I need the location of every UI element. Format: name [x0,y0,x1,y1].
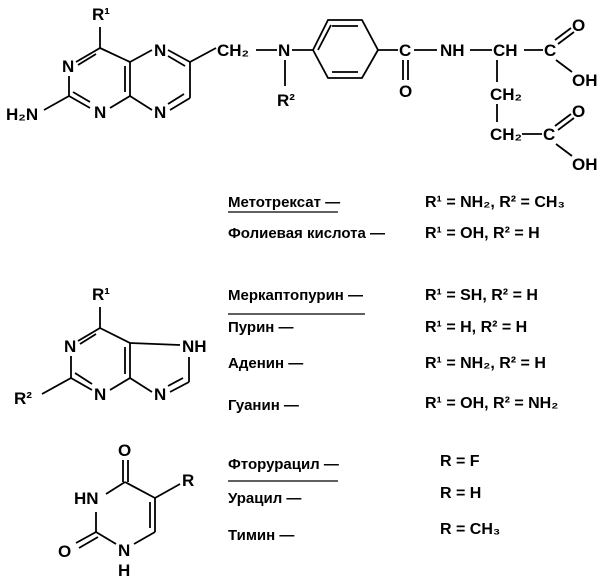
compound-value: R¹ = OH, R² = H [425,225,540,242]
purine-structure: R¹ N N NH N R² [14,285,207,408]
n10-label: N [278,41,290,60]
uracil-structure: O R N H HN O [58,441,194,576]
compound-name: Урацил — [228,490,301,507]
compound-value: R¹ = H, R² = H [425,319,527,336]
nh-label: NH [440,41,465,60]
purine-r2-label: R² [14,389,32,408]
purine-list: Меркаптопурин — R¹ = SH, R² = H Пурин — … [228,287,558,414]
antifolate-list: Метотрексат — R¹ = NH₂, R² = CH₃ Фолиева… [228,194,565,242]
carboxyl-oh-label: OH [572,71,598,90]
compound-name: Меркаптопурин — [228,287,363,304]
compound-value: R¹ = NH₂, R² = H [425,355,546,372]
compound-name: Гуанин — [228,397,299,414]
r2-label: R² [277,91,295,110]
uracil-hn-label: HN [74,489,99,508]
compound-value: R = CH₃ [440,521,500,538]
compound-name: Метотрексат — [228,194,340,211]
n3-label: N [62,57,74,76]
purine-n1-label: N [64,337,76,356]
compound-name: Аденин — [228,355,303,372]
ch2-label: CH₂ [217,41,249,60]
purine-n7-label: N [154,385,166,404]
purine-r1-label: R¹ [92,285,110,304]
carboxyl2-c-label: C [543,125,555,144]
compound-name: Фолиевая кислота — [228,225,385,242]
purine-nh-label: NH [182,337,207,356]
compound-value: R¹ = OH, R² = NH₂ [425,395,558,412]
pyrimidine-list: Фторурацил — R = F Урацил — R = H Тимин … [228,453,500,544]
compound-value: R¹ = NH₂, R² = CH₃ [425,194,565,211]
carboxyl-o-label: O [572,16,585,35]
compound-value: R = H [440,485,481,502]
carboxyl2-oh-label: OH [572,155,598,174]
purine-n3-label: N [94,385,106,404]
carboxyl-c-label: C [544,41,556,60]
n5-label: N [154,41,166,60]
uracil-n1-label: N [118,541,130,560]
carboxyl2-o-label: O [572,102,585,121]
n8-label: N [154,103,166,122]
amide-c-label: C [399,41,411,60]
n1-label: N [94,103,106,122]
h2n-label: H₂N [6,105,38,124]
amide-o-label: O [399,82,412,101]
ch-label: CH [493,41,518,60]
pterin-structure: R¹ N N N N H₂N CH₂ N R² C [6,5,598,174]
r1-label: R¹ [92,5,110,24]
uracil-r-label: R [182,471,194,490]
compound-name: Фторурацил — [228,456,339,473]
ch2-beta-label: CH₂ [490,125,522,144]
compound-value: R = F [440,453,480,470]
compound-value: R¹ = SH, R² = H [425,287,538,304]
uracil-o2-label: O [58,542,71,561]
uracil-o4-label: O [118,441,131,460]
uracil-h1-label: H [118,561,130,576]
compound-name: Пурин — [228,319,294,336]
compound-name: Тимин — [228,527,294,544]
ch2-alpha-label: CH₂ [490,85,522,104]
